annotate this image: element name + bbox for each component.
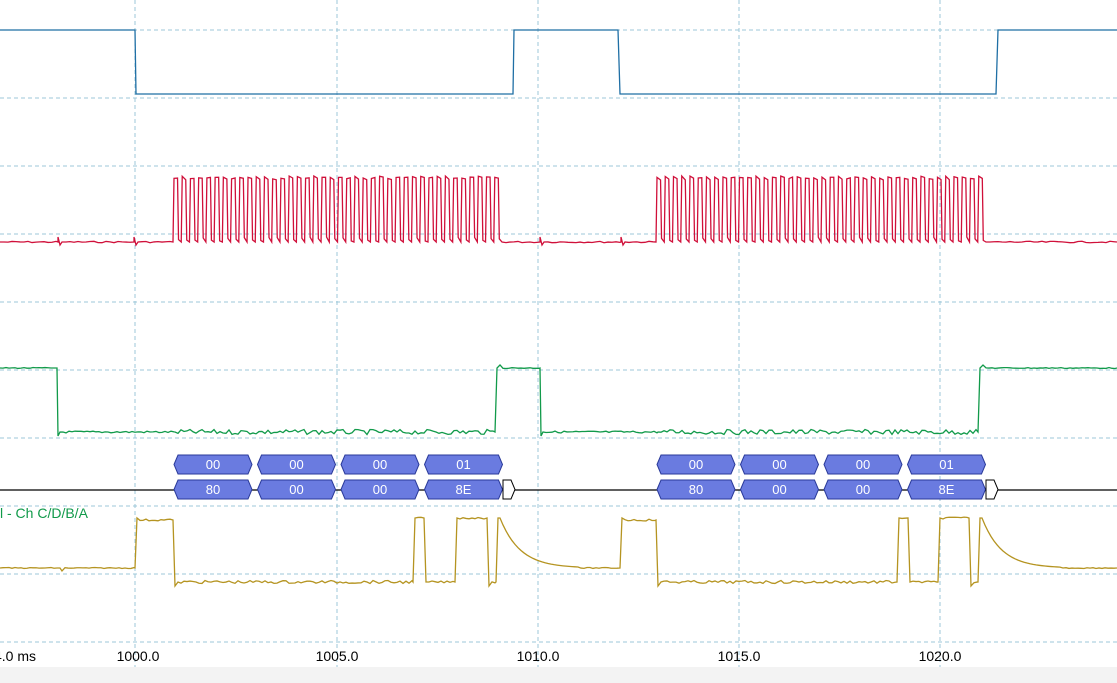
decode-packet-value: 00 [289, 482, 303, 497]
decode-packet-value: 00 [373, 482, 387, 497]
time-axis-tick-label: 1010.0 [517, 648, 560, 664]
decode-frame-end-marker [502, 479, 516, 500]
time-axis-tick-label: 1005.0 [316, 648, 359, 664]
time-axis-tick-label: 1015.0 [718, 648, 761, 664]
decode-packet-bottom[interactable] [656, 479, 736, 500]
decode-packet-value: 00 [856, 457, 870, 472]
channel-d-waveform [0, 516, 1117, 588]
decode-packet-value: 00 [856, 482, 870, 497]
decode-packet-top[interactable] [739, 454, 820, 475]
decode-packet-bottom[interactable] [256, 479, 337, 500]
channel-a-waveform [0, 29, 1117, 95]
decode-packet-value: 8E [456, 482, 472, 497]
decode-packet-value: 01 [939, 457, 953, 472]
decode-packet-top[interactable] [340, 454, 420, 475]
decode-packet-value: 80 [206, 482, 220, 497]
decode-packet-value: 00 [772, 482, 786, 497]
decode-frame-end-marker [985, 479, 999, 500]
decode-packet-value: 00 [689, 457, 703, 472]
decode-packet-top[interactable] [906, 454, 987, 475]
serial-bus-label: l - Ch C/D/B/A [0, 505, 89, 521]
decode-packet-value: 80 [689, 482, 703, 497]
decode-packet-value: 8E [939, 482, 955, 497]
decode-packet-top[interactable] [656, 454, 736, 475]
decode-packet-top[interactable] [823, 454, 903, 475]
cursor-time-readout: 4.0 ms [0, 648, 36, 664]
decode-packet-top[interactable] [423, 454, 504, 475]
decode-packet-value: 00 [373, 457, 387, 472]
decode-packet-bottom[interactable] [173, 479, 253, 500]
time-axis: 1000.0 1005.0 1010.0 1015.0 1020.0 [117, 648, 962, 664]
graticule-grid [0, 0, 1117, 667]
decode-packet-bottom[interactable] [739, 479, 820, 500]
decode-packet-bottom[interactable] [340, 479, 420, 500]
time-axis-tick-label: 1000.0 [117, 648, 160, 664]
channel-c-waveform [0, 364, 1117, 437]
decode-packet-value: 01 [456, 457, 470, 472]
time-axis-tick-label: 1020.0 [919, 648, 962, 664]
serial-decode-packets[interactable]: 00 00 00 01 80 00 00 8E 00 00 00 01 80 00 00 8E [173, 454, 999, 500]
channel-b-waveform [0, 174, 1117, 247]
decode-packet-top[interactable] [256, 454, 337, 475]
decode-packet-value: 00 [206, 457, 220, 472]
decode-packet-bottom[interactable] [823, 479, 903, 500]
decode-packet-value: 00 [289, 457, 303, 472]
decode-packet-value: 00 [772, 457, 786, 472]
scrollbar-track[interactable] [0, 667, 1117, 683]
decode-packet-top[interactable] [173, 454, 253, 475]
